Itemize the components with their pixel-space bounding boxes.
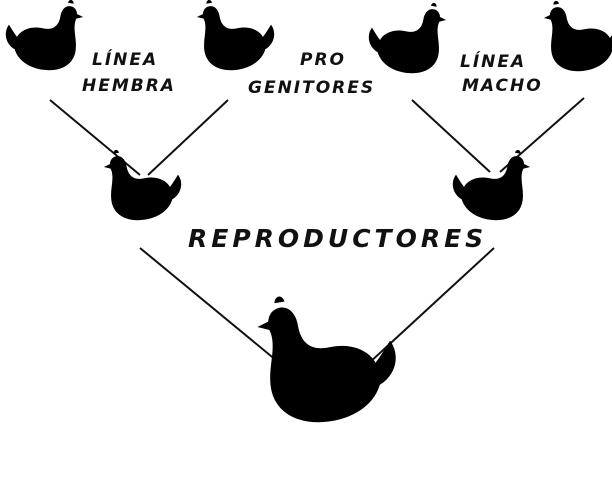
connector-line [412,100,490,172]
rooster-icon [544,1,612,94]
linea-macho-label-2: MACHO [462,78,543,95]
connector-line [50,100,140,175]
linea-hembra-label-2: HEMBRA [82,78,176,95]
progenitores-label-2: GENITORES [248,80,375,97]
linea-macho-label-1: LÍNEA [460,54,526,71]
broiler-chicken-icon [257,296,395,463]
hen-icon [104,150,181,243]
hen-icon [6,0,83,93]
progenitores-label-1: PRO [300,52,346,69]
hen-icon [369,3,446,96]
connector-line [148,100,228,175]
connector-line [140,248,294,375]
connector-line [356,248,494,375]
linea-hembra-label-1: LÍNEA [92,52,158,69]
reproductores-label: REPRODUCTORES [188,226,487,251]
